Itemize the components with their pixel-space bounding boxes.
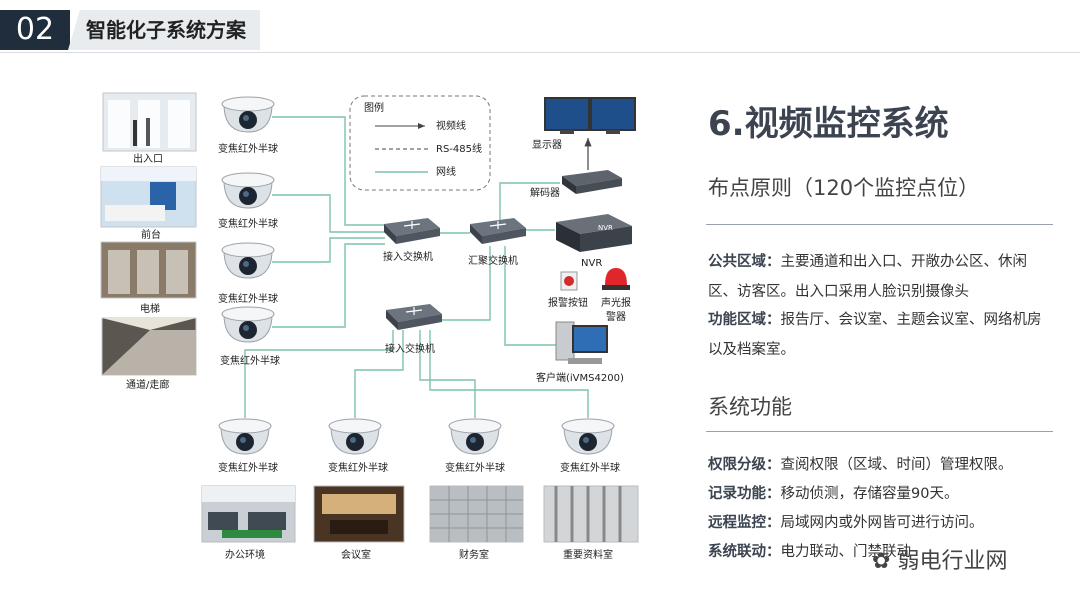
header-divider: [0, 52, 1080, 53]
public-area-paragraph: 公共区域：主要通道和出入口、开敞办公区、休闲区、访客区。出入口采用人脸识别摄像头: [708, 247, 1053, 307]
watermark: ✿ ​弱电行业网: [872, 543, 1007, 575]
camera-icon: [328, 418, 382, 455]
legend-item-video: 视频线: [436, 119, 466, 132]
area-photo-entrance: [102, 92, 197, 152]
decoder-icon: [562, 170, 622, 194]
feature-remote-text: 局域网内或外网皆可进行访问。: [780, 515, 984, 531]
functions-subtitle: 系统功能: [708, 395, 792, 419]
nvr-icon: NVR: [556, 214, 632, 252]
nvr-label: NVR: [581, 258, 602, 269]
camera-icon: [221, 96, 275, 133]
feature-linkage: 系统联动：电力联动、门禁联动: [708, 537, 1053, 567]
divider: [706, 431, 1053, 432]
legend-item-network: 网线: [436, 165, 456, 178]
camera-label: 变焦红外半球: [218, 292, 278, 305]
network-diagram: 图例 视频线 RS-485线 网线 出入口 前台 电梯 通道/走廊 变焦红外半球…: [100, 92, 639, 561]
core-switch-icon: [469, 217, 527, 245]
area-photo-archive: [543, 485, 639, 543]
camera-icon: [221, 172, 275, 209]
siren-label-line1: 声光报: [601, 296, 631, 309]
area-label-office: 办公环境: [225, 548, 265, 561]
area-label-reception: 前台: [141, 228, 161, 241]
placement-subtitle: 布点原则（120个监控点位）: [708, 176, 980, 200]
public-area-text: 主要通道和出入口、开敞办公区、休闲区、访客区。出入口采用人脸识别摄像头: [708, 254, 1027, 300]
area-label-entrance: 出入口: [133, 152, 163, 165]
camera-label: 变焦红外半球: [560, 461, 620, 474]
feature-permission-text: 查阅权限（区域、时间）管理权限。: [780, 457, 1013, 473]
alarm-button-icon: [560, 271, 578, 291]
function-area-paragraph: 功能区域：报告厅、会议室、主题会议室、网络机房以及档案室。: [708, 305, 1053, 365]
siren-icon: [602, 268, 630, 290]
display-label: 显示器: [532, 139, 562, 151]
feature-linkage-text: 电力联动、门禁联动: [780, 544, 912, 560]
decoder-label: 解码器: [530, 186, 560, 199]
feature-recording-label: 记录功能：: [708, 486, 781, 502]
area-photo-office: [201, 485, 296, 543]
watermark-text: ​弱电行业网: [897, 549, 1008, 574]
nvr-panel-text: NVR: [598, 224, 613, 232]
feature-remote: 远程监控：局域网内或外网皆可进行访问。: [708, 508, 1053, 538]
feature-permission-label: 权限分级：: [708, 457, 781, 473]
divider: [706, 224, 1053, 225]
function-area-text: 报告厅、会议室、主题会议室、网络机房以及档案室。: [708, 312, 1042, 358]
camera-icon: [221, 306, 275, 343]
section-title: 6.视频监控系统: [708, 104, 949, 144]
camera-icon: [218, 418, 272, 455]
function-area-label: 功能区域：: [708, 312, 781, 328]
feature-linkage-label: 系统联动：: [708, 544, 781, 560]
feature-recording: 记录功能：移动侦测，存储容量90天。: [708, 479, 1053, 509]
camera-label: 变焦红外半球: [220, 354, 280, 367]
legend-item-rs485: RS-485线: [436, 142, 482, 155]
access-switch-label: 接入交换机: [383, 250, 433, 263]
camera-label: 变焦红外半球: [218, 461, 278, 474]
area-photo-elevator: [100, 241, 197, 299]
alarm-button-label: 报警按钮: [548, 296, 588, 309]
area-label-meeting: 会议室: [341, 548, 371, 561]
access-switch-icon: [385, 303, 443, 331]
feature-recording-text: 移动侦测，存储容量90天。: [780, 486, 959, 502]
area-label-finance: 财务室: [459, 548, 489, 561]
area-photo-finance: [429, 485, 524, 543]
camera-label: 变焦红外半球: [328, 461, 388, 474]
section-heading: 智能化子系统方案: [68, 10, 260, 50]
feature-permission: 权限分级：查阅权限（区域、时间）管理权限。: [708, 450, 1053, 480]
display-icon: [544, 97, 636, 134]
wechat-icon: ✿: [872, 549, 891, 574]
core-switch-label: 汇聚交换机: [468, 254, 518, 267]
camera-label: 变焦红外半球: [218, 217, 278, 230]
section-number: 02: [0, 10, 70, 50]
camera-label: 变焦红外半球: [445, 461, 505, 474]
camera-label: 变焦红外半球: [218, 142, 278, 155]
area-label-corridor: 通道/走廊: [126, 378, 169, 391]
access-switch-icon: [383, 217, 441, 245]
siren-label-line2: 警器: [606, 310, 626, 323]
client-label: 客户端(iVMS4200): [536, 371, 624, 384]
camera-icon: [221, 242, 275, 279]
area-photo-corridor: [101, 317, 197, 376]
camera-icon: [561, 418, 615, 455]
client-pc-icon: [555, 321, 608, 364]
area-label-elevator: 电梯: [140, 302, 160, 315]
feature-remote-label: 远程监控：: [708, 515, 781, 531]
legend: 图例 视频线 RS-485线 网线: [349, 95, 491, 191]
network-lines: [244, 116, 589, 418]
area-photo-meeting: [313, 485, 405, 543]
public-area-label: 公共区域：: [708, 254, 781, 270]
area-photo-reception: [100, 166, 197, 228]
access-switch-label: 接入交换机: [385, 342, 435, 355]
area-label-archive: 重要资料室: [563, 548, 613, 561]
legend-title: 图例: [364, 101, 384, 114]
camera-icon: [448, 418, 502, 455]
